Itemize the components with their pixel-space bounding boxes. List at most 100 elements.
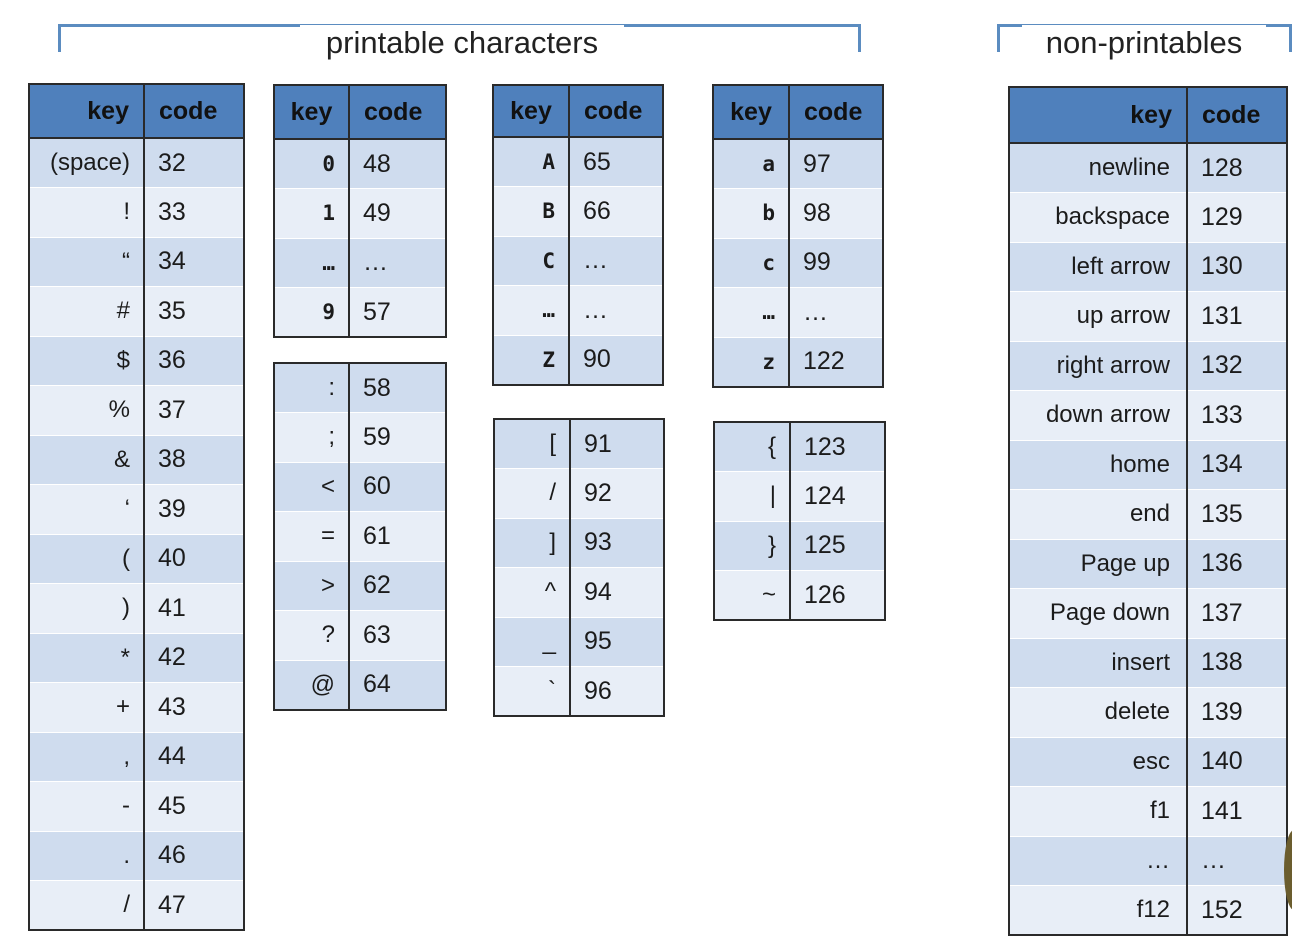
key-cell: { — [714, 422, 791, 472]
key-cell: 0 — [274, 139, 350, 189]
key-cell: Page down — [1009, 588, 1188, 639]
code-cell: 40 — [144, 534, 244, 584]
table-row: @64 — [274, 660, 446, 710]
table-symbols-123-126: {123|124}125~126 — [713, 421, 886, 621]
code-cell: 125 — [790, 521, 885, 571]
key-cell: ~ — [714, 570, 791, 621]
key-header: key — [493, 85, 570, 138]
table-row: }125 — [714, 521, 885, 571]
table-row: $36 — [29, 336, 244, 386]
key-header: key — [713, 85, 790, 140]
key-cell: newline — [1009, 143, 1188, 193]
table-row: (40 — [29, 534, 244, 584]
code-cell: 43 — [144, 682, 244, 733]
table-symbols-58-64: :58;59<60=61>62?63@64 — [273, 362, 447, 711]
table-row: ?63 — [274, 610, 446, 661]
table-row: #35 — [29, 286, 244, 337]
code-header: code — [1187, 87, 1287, 144]
key-cell: 1 — [274, 188, 350, 239]
key-cell: insert — [1009, 638, 1188, 688]
code-cell: 136 — [1187, 539, 1287, 589]
table-row: /92 — [494, 468, 664, 519]
code-cell: … — [569, 236, 663, 286]
table-row: !33 — [29, 187, 244, 238]
table-row: ~126 — [714, 570, 885, 621]
key-cell: f1 — [1009, 786, 1188, 837]
key-cell: z — [713, 337, 790, 387]
table-row: {123 — [714, 422, 885, 472]
key-cell: Page up — [1009, 539, 1188, 589]
code-cell: 47 — [144, 880, 244, 931]
key-cell: … — [274, 238, 350, 288]
key-cell: / — [29, 880, 145, 931]
decorative-edge-shape — [1284, 830, 1292, 910]
table-row: *42 — [29, 633, 244, 683]
code-cell: 99 — [789, 238, 883, 288]
code-cell: 57 — [349, 287, 446, 338]
table-row: >62 — [274, 561, 446, 611]
code-cell: 93 — [570, 518, 664, 568]
key-cell: B — [493, 186, 570, 237]
key-cell: backspace — [1009, 192, 1188, 243]
key-cell: : — [274, 363, 350, 413]
code-cell: 37 — [144, 385, 244, 436]
code-cell: 36 — [144, 336, 244, 386]
key-cell: . — [29, 831, 145, 881]
key-cell: ! — [29, 187, 145, 238]
table-row: ‘39 — [29, 484, 244, 535]
code-cell: … — [569, 285, 663, 336]
key-cell: ] — [494, 518, 571, 568]
key-header: key — [29, 84, 145, 139]
code-cell: 64 — [349, 660, 446, 710]
code-cell: 46 — [144, 831, 244, 881]
code-cell: 122 — [789, 337, 883, 387]
key-cell: up arrow — [1009, 291, 1188, 342]
key-cell: ( — [29, 534, 145, 584]
key-cell: end — [1009, 489, 1188, 540]
code-cell: 92 — [570, 468, 664, 519]
code-cell: 62 — [349, 561, 446, 611]
code-cell: 134 — [1187, 440, 1287, 490]
code-cell: 60 — [349, 462, 446, 512]
code-cell: 98 — [789, 188, 883, 239]
key-cell: $ — [29, 336, 145, 386]
table-row: /47 — [29, 880, 244, 931]
key-cell: “ — [29, 237, 145, 287]
key-cell: b — [713, 188, 790, 239]
key-cell: < — [274, 462, 350, 512]
key-cell: ; — [274, 412, 350, 463]
code-cell: 128 — [1187, 143, 1287, 193]
table-row: ,44 — [29, 732, 244, 782]
key-cell: _ — [494, 617, 571, 667]
code-cell: 41 — [144, 583, 244, 634]
code-cell: 59 — [349, 412, 446, 463]
key-cell: , — [29, 732, 145, 782]
code-cell: 97 — [789, 139, 883, 189]
table-row: :58 — [274, 363, 446, 413]
key-cell: home — [1009, 440, 1188, 490]
code-cell: 66 — [569, 186, 663, 237]
table-symbols-91-96: [91/92]93^94_95`96 — [493, 418, 665, 717]
key-cell: # — [29, 286, 145, 337]
key-cell: down arrow — [1009, 390, 1188, 441]
table-row: =61 — [274, 511, 446, 562]
code-cell: 48 — [349, 139, 446, 189]
code-cell: 131 — [1187, 291, 1287, 342]
code-cell: 32 — [144, 138, 244, 188]
code-cell: 135 — [1187, 489, 1287, 540]
code-cell: … — [789, 287, 883, 338]
code-cell: 152 — [1187, 885, 1287, 936]
